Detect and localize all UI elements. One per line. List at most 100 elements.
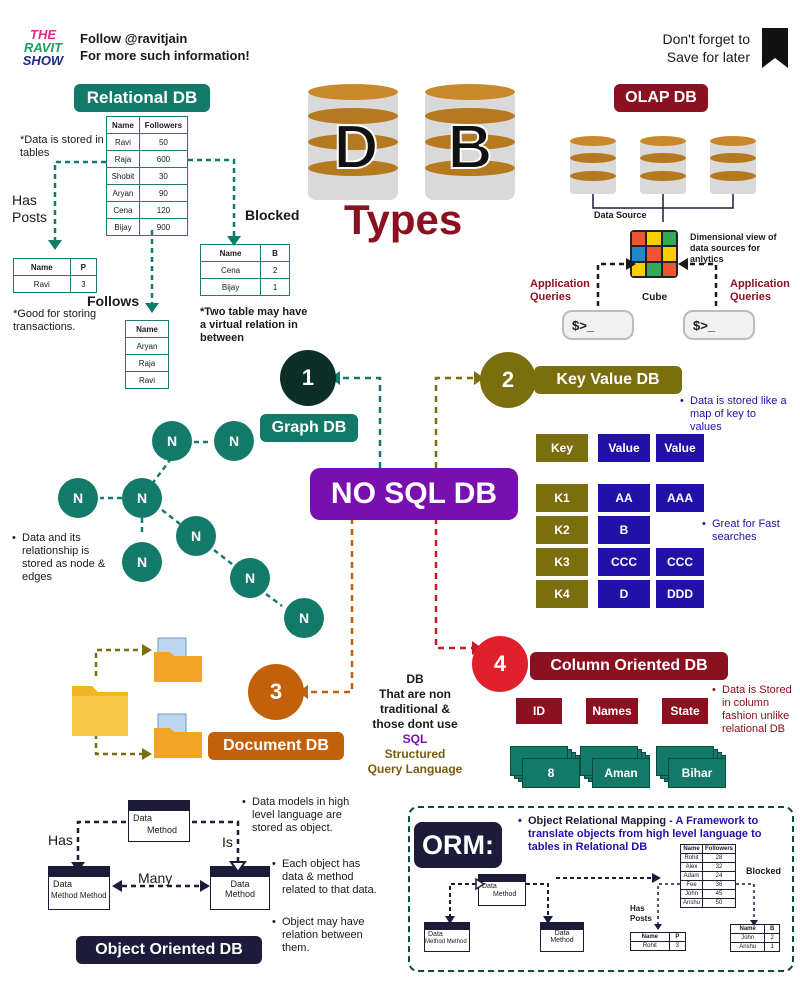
kv-value-cell: Value (656, 434, 704, 462)
table-cell: 50 (702, 898, 737, 908)
bookmark-icon[interactable] (760, 26, 790, 70)
orm-title: ORM: (414, 822, 502, 868)
cube-label: Cube (642, 292, 667, 303)
olap-servers-icon (570, 136, 756, 222)
orm-object-left: Data Method Method (424, 922, 470, 952)
kv-value-cell: CCC (598, 548, 650, 576)
column-number: 4 (472, 636, 528, 692)
orm-has-posts-label: Has Posts (630, 904, 652, 923)
oop-note-2: Each object has data & method related to… (272, 858, 378, 897)
follows-label: Follows (87, 293, 140, 309)
table-cell: Anshu (679, 898, 704, 908)
table-cell: Bijay (199, 278, 262, 296)
has-posts-label: Has Posts (12, 192, 48, 225)
terminal-prompt-right[interactable]: $>_ (683, 310, 755, 340)
document-number: 3 (248, 664, 304, 720)
keyvalue-note-fast: Great for Fast searches (702, 518, 794, 544)
database-cylinders-icon (308, 84, 515, 200)
app-queries-left: Application Queries (530, 278, 590, 303)
relational-note-stored: *Data is stored in tables (20, 134, 104, 159)
nosql-title: NO SQL DB (310, 468, 518, 520)
table-header-cell: Name (630, 932, 670, 942)
table-header-cell: Name (679, 844, 704, 854)
app-queries-right: Application Queries (730, 278, 790, 303)
orm-blocked-label: Blocked (746, 866, 782, 876)
kv-key-cell: K2 (536, 516, 588, 544)
keyvalue-title: Key Value DB (534, 366, 682, 394)
kv-value-cell: DDD (656, 580, 704, 608)
table-cell: 28 (702, 853, 737, 863)
data-source-label: Data Source (594, 210, 647, 220)
column-header-cell: ID (516, 698, 562, 724)
table-cell: Ravi (13, 275, 71, 293)
kv-value-cell: D (598, 580, 650, 608)
kv-key-cell: K4 (536, 580, 588, 608)
kv-key-cell: Key (536, 434, 588, 462)
terminal-prompt-left[interactable]: $>_ (562, 310, 634, 340)
oop-is-label: Is (222, 834, 233, 850)
oop-title: Object Oriented DB (76, 936, 262, 964)
column-note: Data is Stored in column fashion unlike … (712, 684, 798, 736)
kv-value-cell: B (598, 516, 650, 544)
title-types: Types (344, 196, 463, 243)
dimensional-note: Dimensional view of data sources for anl… (690, 232, 777, 264)
table-header-cell: B (260, 244, 290, 262)
table-cell: 30 (138, 167, 189, 185)
table-cell: John (729, 933, 766, 943)
column-header-cell: Names (586, 698, 638, 724)
olap-arrows (596, 258, 718, 306)
relational-title: Relational DB (74, 84, 210, 112)
orm-table-arrows (654, 883, 758, 930)
oop-note-3: Object may have relation between them. (272, 916, 378, 955)
table-row: Ravi (125, 371, 169, 389)
table-cell: 600 (138, 150, 189, 168)
title-letter-b: B (447, 112, 494, 183)
table-cell: 1 (764, 942, 780, 952)
table-cell: Ravi (125, 371, 169, 389)
kv-value-cell: AA (598, 484, 650, 512)
olap-title: OLAP DB (614, 84, 708, 112)
blocked-label: Blocked (245, 207, 300, 223)
kv-value-cell: AAA (656, 484, 704, 512)
table-header-cell: Followers (702, 844, 737, 854)
graph-edges (100, 440, 283, 607)
column-header-cell: State (662, 698, 708, 724)
relational-note-good: *Good for storing transactions. (13, 308, 97, 333)
oop-note-1: Data models in high level language are s… (242, 796, 362, 835)
column-title: Column Oriented DB (530, 652, 728, 680)
orm-frame (408, 806, 794, 972)
table-cell: Rohit (679, 853, 704, 863)
table-cell: 3 (668, 941, 687, 951)
document-title: Document DB (208, 732, 344, 760)
graph-number: 1 (280, 350, 336, 406)
table-cell: 3 (69, 275, 98, 293)
graph-node: N (58, 478, 98, 518)
document-folders-icon (72, 637, 202, 760)
graph-node: N (152, 421, 192, 461)
keyvalue-number: 2 (480, 352, 536, 408)
relational-note-virtual: *Two table may have a virtual relation i… (200, 306, 308, 344)
graph-note: Data and its relationship is stored as n… (12, 532, 108, 584)
graph-node: N (214, 421, 254, 461)
table-header-cell: P (668, 932, 687, 942)
orm-description: Object Relational Mapping - A Framework … (518, 815, 774, 854)
